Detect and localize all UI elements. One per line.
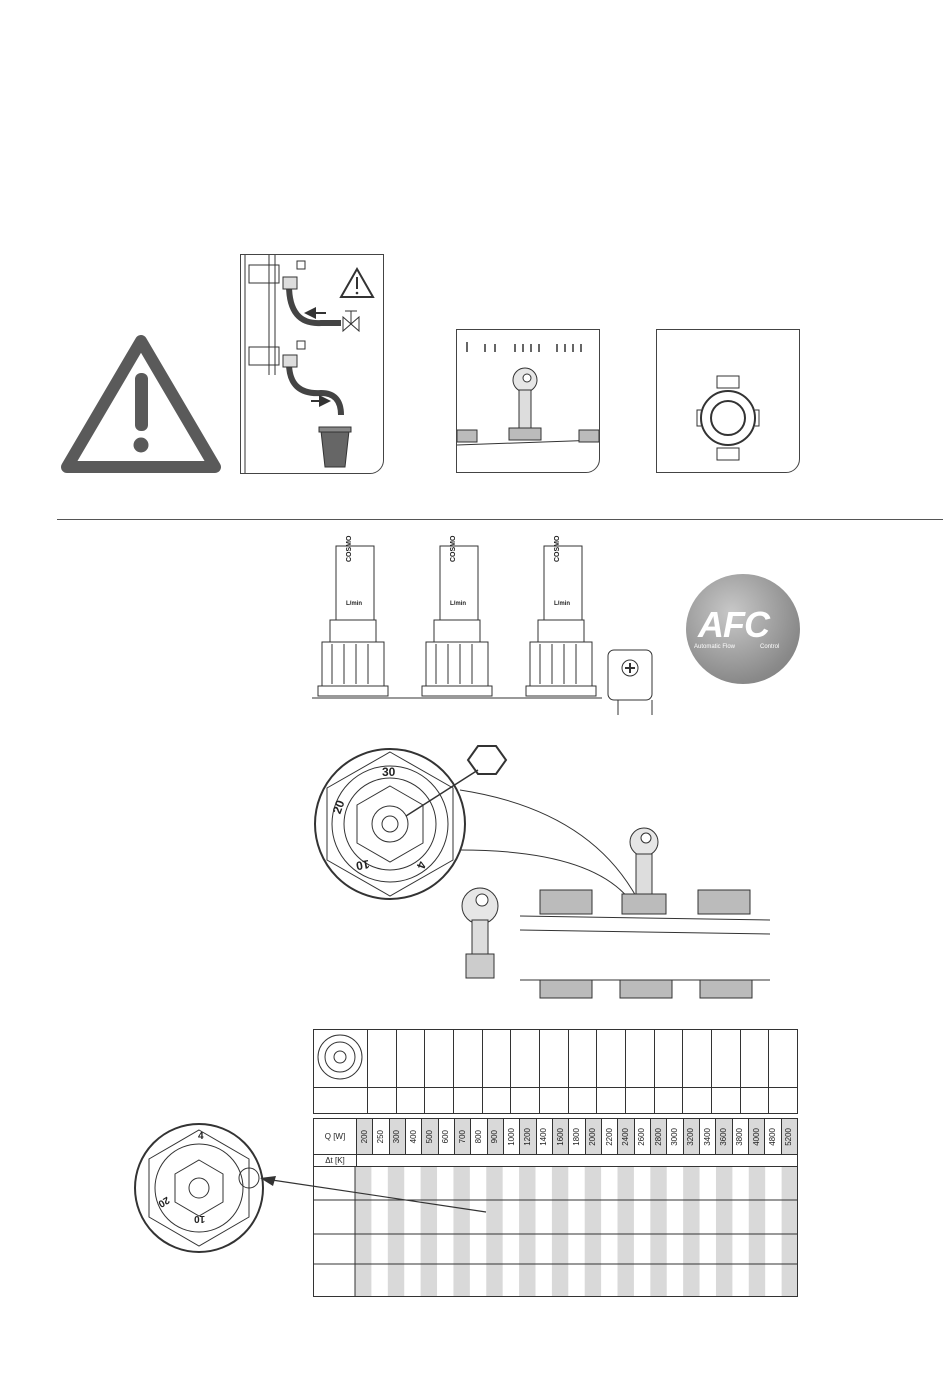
dial-small-icon xyxy=(317,1034,363,1080)
shade-column xyxy=(617,1166,634,1297)
q-label: Q [W] xyxy=(324,1132,346,1141)
q-value: 2400 xyxy=(620,1127,630,1146)
flowmeter-3 xyxy=(525,545,597,697)
q-value: 400 xyxy=(408,1129,418,1144)
q-value: 2800 xyxy=(653,1127,663,1146)
q-value: 5200 xyxy=(784,1127,794,1146)
flowmeter-unit-2: L/min xyxy=(450,601,466,607)
q-value: 2600 xyxy=(637,1127,647,1146)
q-value: 500 xyxy=(424,1129,434,1144)
q-value: 250 xyxy=(375,1129,385,1144)
shade-column xyxy=(519,1166,536,1297)
pump-panel xyxy=(656,329,800,473)
q-value: 1600 xyxy=(555,1127,565,1146)
heat-output-table: Q [W] 200 250 300 400 500 600 700 800 90… xyxy=(313,1118,799,1167)
setting-icon-table xyxy=(313,1029,798,1114)
q-value: 3800 xyxy=(735,1127,745,1146)
section-divider xyxy=(57,519,943,520)
flowmeter-brand-1: COSMO xyxy=(346,535,353,562)
q-value: 3200 xyxy=(686,1127,696,1146)
q-value: 1800 xyxy=(571,1127,581,1146)
flowmeter-2 xyxy=(421,545,493,697)
dial-detail-label-4: 4 xyxy=(198,1131,204,1142)
q-value: 3400 xyxy=(702,1127,712,1146)
shade-column xyxy=(748,1166,766,1297)
valve-setting-diagram xyxy=(314,745,771,999)
data-grid xyxy=(313,1166,798,1297)
q-value: 2200 xyxy=(604,1127,614,1146)
flushing-panel xyxy=(240,254,384,474)
grid-border xyxy=(313,1166,798,1297)
flowmeter-unit-3: L/min xyxy=(554,601,570,607)
key-on-valve-diagram xyxy=(457,342,599,446)
afc-badge: AFC Automatic Flow Control xyxy=(686,574,800,684)
flowmeter-1 xyxy=(317,545,389,697)
key-panel xyxy=(456,329,600,473)
pointer-arrow xyxy=(260,1176,487,1213)
warning-triangle-icon xyxy=(61,335,221,473)
q-value: 1400 xyxy=(539,1127,549,1146)
q-value: 1200 xyxy=(522,1127,532,1146)
q-label-cell: Q [W] xyxy=(313,1118,357,1155)
flowmeter-brand-3: COSMO xyxy=(554,535,561,562)
q-value: 1000 xyxy=(506,1127,516,1146)
afc-subtitle-left: Automatic Flow xyxy=(694,644,736,650)
q-value: 4000 xyxy=(751,1127,761,1146)
q-value: 900 xyxy=(490,1129,500,1144)
dt-label: Δt [K] xyxy=(325,1156,345,1165)
dt-label-cell: Δt [K] xyxy=(313,1154,357,1167)
q-value: 3600 xyxy=(718,1127,728,1146)
shade-column xyxy=(683,1166,700,1297)
flowmeters-diagram xyxy=(312,545,653,715)
dial-label-10: 10 xyxy=(354,856,371,874)
flowmeter-unit-1: L/min xyxy=(346,601,362,607)
afc-title: AFC xyxy=(698,604,770,645)
flushing-diagram xyxy=(244,255,375,473)
afc-subtitle-right: Control xyxy=(760,644,780,650)
q-value: 800 xyxy=(473,1129,483,1144)
dial-detail-label-10: 10 xyxy=(194,1213,206,1224)
q-value: 3000 xyxy=(669,1127,679,1146)
shade-column xyxy=(715,1166,733,1297)
dial-label-30: 30 xyxy=(382,765,396,779)
q-value: 300 xyxy=(392,1129,402,1144)
circulation-pump-icon xyxy=(696,375,760,461)
q-value: 200 xyxy=(359,1129,369,1144)
q-value: 700 xyxy=(457,1129,467,1144)
dial-detail-diagram xyxy=(134,1123,264,1253)
q-value: 4800 xyxy=(767,1127,777,1146)
shade-column xyxy=(650,1166,667,1297)
shade-column xyxy=(781,1166,798,1297)
shade-column xyxy=(551,1166,569,1297)
q-value: 600 xyxy=(441,1129,451,1144)
flowmeter-brand-2: COSMO xyxy=(450,535,457,562)
shade-column xyxy=(584,1166,602,1297)
q-value: 2000 xyxy=(588,1127,598,1146)
